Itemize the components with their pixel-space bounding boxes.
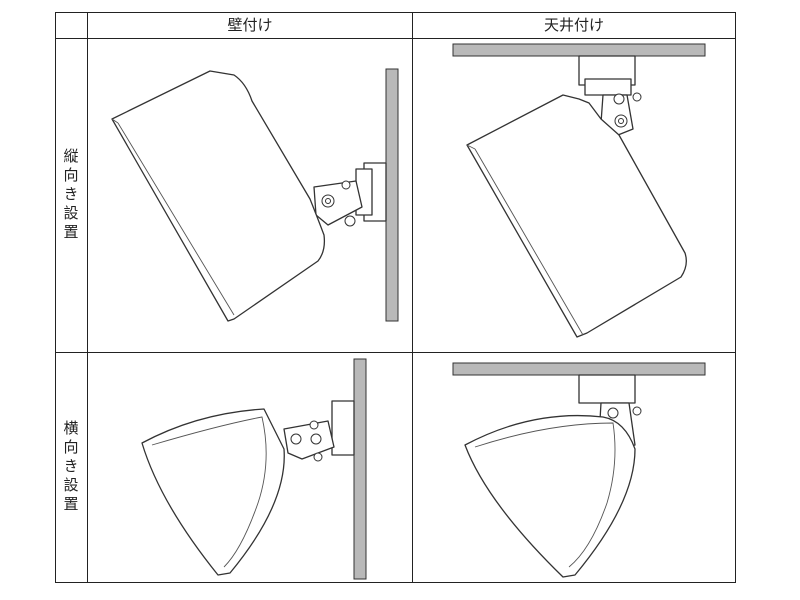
column-header-ceiling: 天井付け xyxy=(543,16,604,34)
column-divider xyxy=(412,12,413,583)
row-divider xyxy=(55,352,736,353)
header-divider xyxy=(55,38,736,39)
ceiling-surface xyxy=(452,362,706,376)
ceiling-surface xyxy=(452,43,706,57)
wall-surface xyxy=(385,68,399,322)
row-header-portrait-label: 縦向き設置 xyxy=(61,148,80,243)
column-header-wall: 壁付け xyxy=(227,16,273,34)
wall-surface xyxy=(353,358,367,580)
illustration-landscape-ceiling xyxy=(413,353,735,582)
row-header-divider xyxy=(87,12,88,583)
row-header-portrait: 縦向き設置 xyxy=(55,39,87,352)
row-header-landscape-label: 横向き設置 xyxy=(61,420,80,515)
row-header-landscape: 横向き設置 xyxy=(55,353,87,582)
illustration-portrait-wall xyxy=(88,39,412,352)
table-frame xyxy=(55,12,736,583)
illustration-landscape-wall xyxy=(88,353,412,582)
illustration-portrait-ceiling xyxy=(413,39,735,352)
